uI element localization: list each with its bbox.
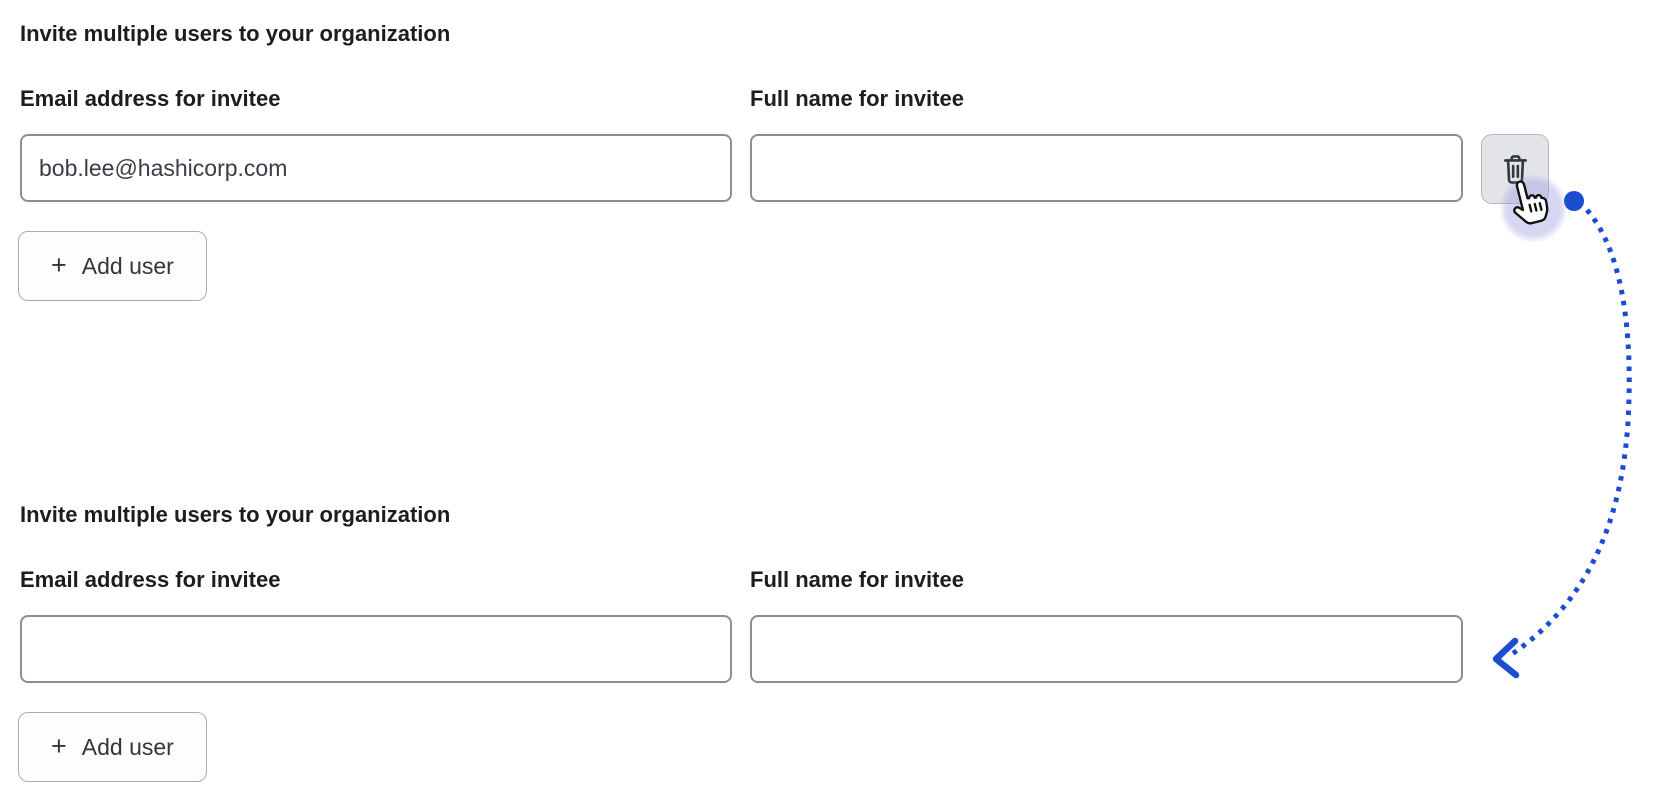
full-name-input[interactable] [750,615,1463,683]
email-field-group: Email address for invitee [20,567,732,683]
name-field-group: Full name for invitee [750,567,1463,683]
section-heading: Invite multiple users to your organizati… [20,21,451,46]
invitee-row: Email address for invitee Full name for … [20,567,1672,683]
add-user-label: Add user [81,733,174,760]
email-label: Email address for invitee [20,567,281,592]
add-user-button[interactable]: + Add user [18,712,207,782]
email-input[interactable] [20,134,732,202]
delete-row-button[interactable] [1481,134,1549,204]
email-label: Email address for invitee [20,86,281,111]
invite-form-after: Invite multiple users to your organizati… [0,502,1672,782]
section-heading: Invite multiple users to your organizati… [20,502,451,527]
full-name-input[interactable] [750,134,1463,202]
name-label: Full name for invitee [750,567,964,592]
plus-icon: + [51,249,67,280]
invitee-row: Email address for invitee Full name for … [20,86,1672,204]
name-label: Full name for invitee [750,86,964,111]
name-field-group: Full name for invitee [750,86,1463,202]
add-user-button[interactable]: + Add user [18,231,207,301]
trash-icon [1503,154,1527,184]
invite-form-before: Invite multiple users to your organizati… [0,0,1672,301]
email-input[interactable] [20,615,732,683]
plus-icon: + [51,730,67,761]
email-field-group: Email address for invitee [20,86,732,202]
add-user-label: Add user [81,252,174,279]
